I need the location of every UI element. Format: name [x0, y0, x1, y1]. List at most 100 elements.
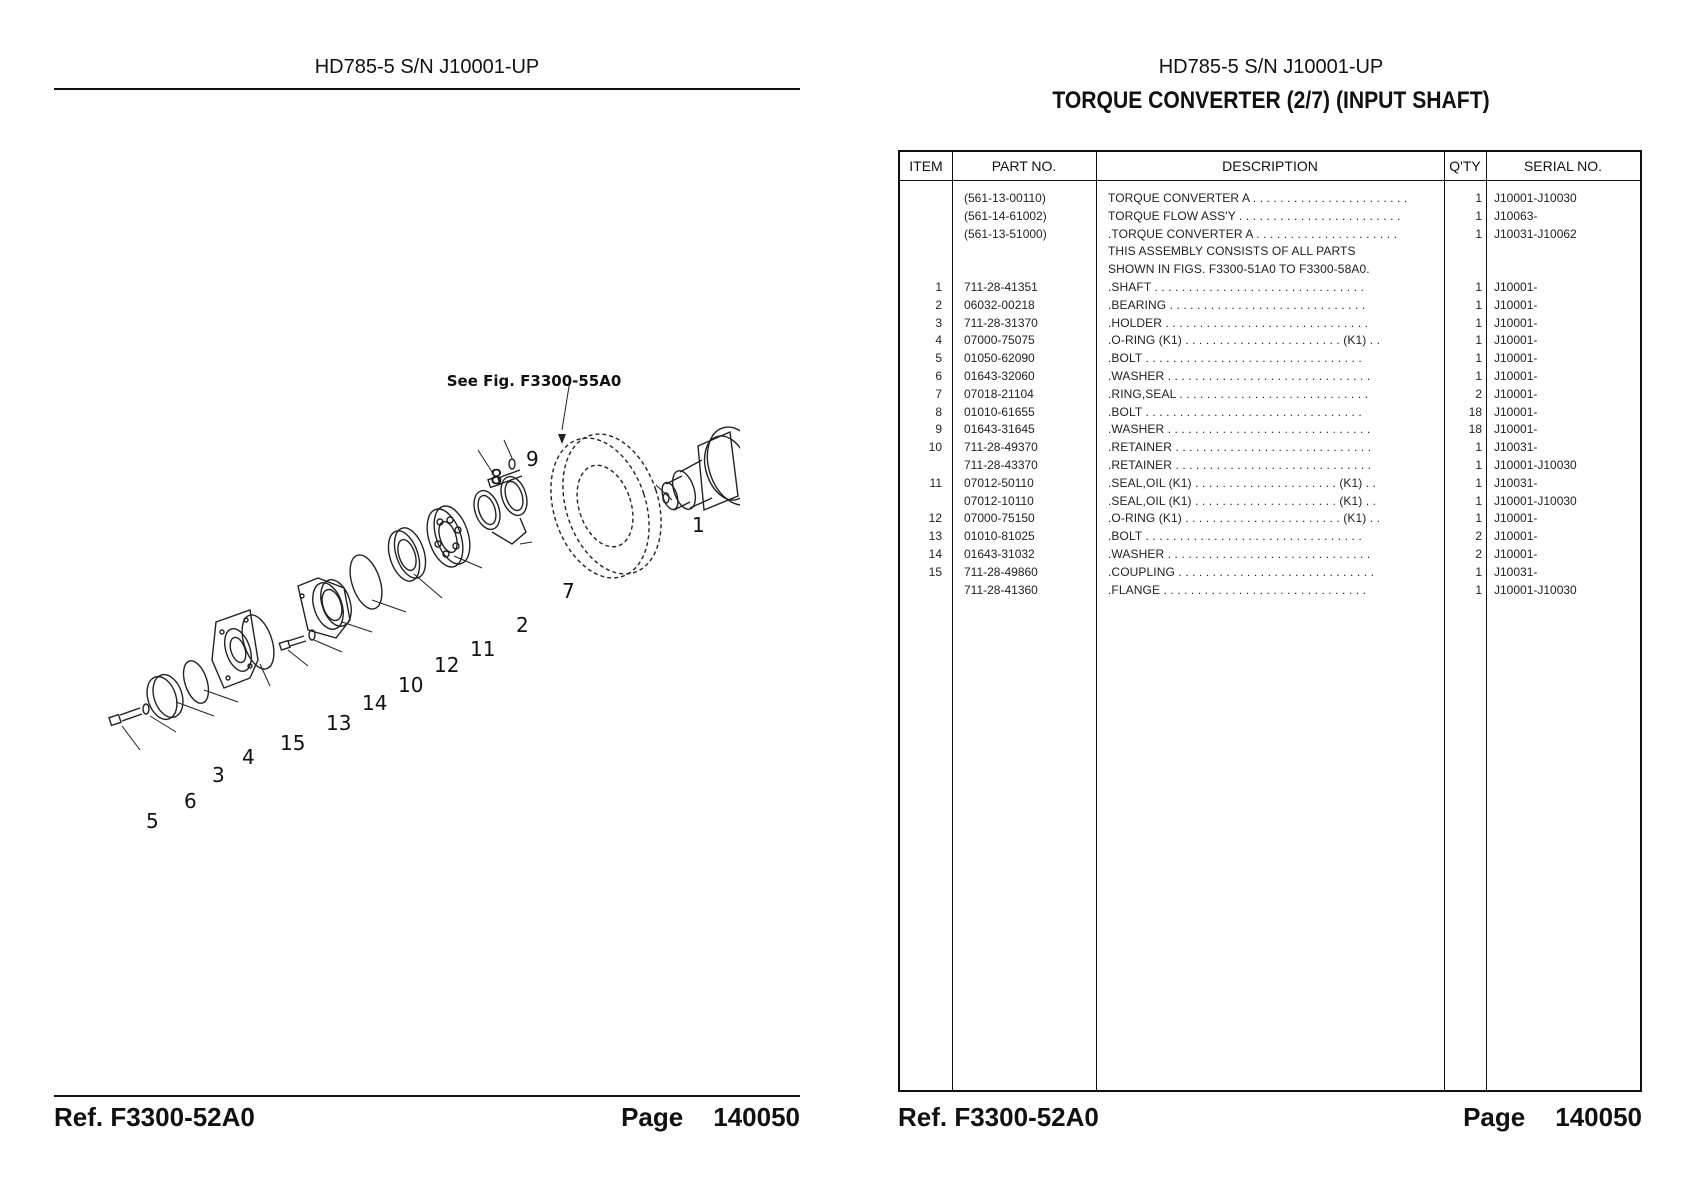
- part-10-retainer: [297, 577, 352, 639]
- right-page: HD785-5 S/N J10001-UP TORQUE CONVERTER (…: [842, 0, 1684, 1190]
- th-serial-no: SERIAL NO.: [1523, 158, 1603, 174]
- cell-serial-no: J10001-: [1494, 368, 1538, 383]
- cell-part-no: 01643-31645: [964, 422, 1035, 437]
- cell-part-no: 07000-75075: [964, 333, 1035, 348]
- cell-qty: 1: [1475, 279, 1482, 294]
- leader-lines: [121, 379, 673, 751]
- table-row: 07012-10110.SEAL,OIL (K1) . . . . . . . …: [900, 493, 1640, 511]
- cell-qty: 1: [1475, 226, 1482, 241]
- col-divider-3: [1444, 152, 1445, 1090]
- callout-15: 15: [280, 731, 305, 755]
- referenced-flange-dashed: [550, 433, 662, 579]
- cell-part-no: 01643-32060: [964, 368, 1035, 383]
- cell-item: 5: [935, 351, 942, 366]
- cell-description: .BOLT . . . . . . . . . . . . . . . . . …: [1108, 404, 1362, 419]
- cell-qty: 2: [1475, 386, 1482, 401]
- left-header-model: HD785-5 S/N J10001-UP: [314, 56, 540, 78]
- cell-qty: 2: [1475, 529, 1482, 544]
- th-part-no: PART NO.: [991, 158, 1057, 174]
- cell-qty: 1: [1475, 457, 1482, 472]
- cell-qty: 1: [1475, 511, 1482, 526]
- part-11-oil-seal: [387, 527, 427, 582]
- cell-item: 3: [935, 315, 942, 330]
- cell-description: .RETAINER . . . . . . . . . . . . . . . …: [1108, 457, 1372, 472]
- right-footer-ref: Ref. F3300-52A0: [898, 1102, 1099, 1132]
- cell-description: TORQUE FLOW ASS'Y . . . . . . . . . . . …: [1108, 208, 1401, 223]
- table-row: 6 01643-32060 .WASHER . . . . . . . . . . …: [900, 368, 1640, 386]
- cell-serial-no: J10001-J10030: [1494, 493, 1577, 508]
- see-fig-label: See Fig. F3300-55A0: [447, 372, 622, 390]
- cell-description: THIS ASSEMBLY CONSISTS OF ALL PARTS: [1108, 244, 1356, 259]
- cell-qty: 1: [1475, 440, 1482, 455]
- cell-qty: 1: [1475, 475, 1482, 490]
- cell-part-no: 711-28-31370: [964, 315, 1038, 330]
- table-row: THIS ASSEMBLY CONSISTS OF ALL PARTS: [900, 243, 1640, 261]
- cell-description: .BOLT . . . . . . . . . . . . . . . . . …: [1108, 351, 1362, 366]
- diagram-svg: See Fig. F3300-55A0 1 2 3 4 5 6 7 8 9 10…: [108, 372, 764, 833]
- callout-11: 11: [470, 637, 495, 661]
- cell-part-no: 01010-61655: [964, 404, 1035, 419]
- cell-item: 14: [928, 546, 942, 561]
- cell-description: .RING,SEAL . . . . . . . . . . . . . . .…: [1108, 386, 1369, 401]
- col-divider-2: [1096, 152, 1097, 1090]
- cell-serial-no: J10031-: [1494, 564, 1538, 579]
- cell-part-no: 06032-00218: [964, 297, 1035, 312]
- cell-part-no: 711-28-43370: [964, 457, 1038, 472]
- callout-14: 14: [362, 691, 387, 715]
- cell-part-no: 711-28-41351: [964, 279, 1038, 294]
- left-top-rule: [54, 88, 800, 90]
- cell-item: 8: [935, 404, 942, 419]
- cell-description: .O-RING (K1) . . . . . . . . . . . . . .…: [1108, 333, 1381, 348]
- part-13-bolt: [278, 635, 307, 651]
- table-row: 711-28-43370 .RETAINER . . . . . . . . . …: [900, 457, 1640, 475]
- cell-serial-no: J10063-: [1494, 208, 1538, 223]
- cell-part-no: 711-28-49860: [964, 564, 1038, 579]
- cell-part-no: 01010-81025: [964, 529, 1035, 544]
- cell-serial-no: J10031-J10062: [1494, 226, 1577, 241]
- callout-6: 6: [184, 789, 197, 813]
- part-7-seal-rings: [473, 475, 528, 545]
- table-row: 14 01643-31032 .WASHER . . . . . . . . . .…: [900, 546, 1640, 564]
- cell-part-no: 07000-75150: [964, 511, 1035, 526]
- callout-4: 4: [242, 745, 255, 769]
- cell-part-no: (561-13-51000): [964, 226, 1047, 241]
- callout-7: 7: [562, 579, 575, 603]
- left-footer-ref: Ref. F3300-52A0: [54, 1102, 255, 1132]
- th-description: DESCRIPTION: [1222, 158, 1318, 174]
- cell-description: .WASHER . . . . . . . . . . . . . . . . …: [1108, 546, 1371, 561]
- left-bottom-rule: [54, 1095, 800, 1097]
- part-15-coupling: [211, 609, 275, 689]
- cell-item: 12: [928, 511, 942, 526]
- cell-serial-no: J10001-: [1494, 404, 1538, 419]
- cell-item: 13: [928, 529, 942, 544]
- cell-serial-no: J10031-: [1494, 440, 1538, 455]
- cell-qty: 1: [1475, 493, 1482, 508]
- right-page-label: Page: [1463, 1102, 1526, 1132]
- callout-3: 3: [212, 763, 225, 787]
- cell-part-no: 01643-31032: [964, 546, 1035, 561]
- cell-qty: 1: [1475, 315, 1482, 330]
- cell-qty: 1: [1475, 351, 1482, 366]
- cell-item: 1: [935, 279, 942, 294]
- cell-qty: 2: [1475, 546, 1482, 561]
- cell-description: .WASHER . . . . . . . . . . . . . . . . …: [1108, 368, 1371, 383]
- page-title: TORQUE CONVERTER (2/7) (INPUT SHAFT): [1052, 87, 1490, 114]
- cell-qty: 1: [1475, 297, 1482, 312]
- part-5-bolt: [108, 707, 143, 727]
- cell-item: 6: [935, 368, 942, 383]
- parts-rows: (561-13-00110)TORQUE CONVERTER A . . . .…: [900, 190, 1640, 599]
- cell-part-no: 711-28-49370: [964, 440, 1038, 455]
- part-9-washer: [508, 458, 516, 470]
- cell-item: 9: [935, 422, 942, 437]
- cell-description: .FLANGE . . . . . . . . . . . . . . . . …: [1108, 582, 1367, 597]
- left-page: HD785-5 S/N J10001-UP: [54, 56, 800, 1132]
